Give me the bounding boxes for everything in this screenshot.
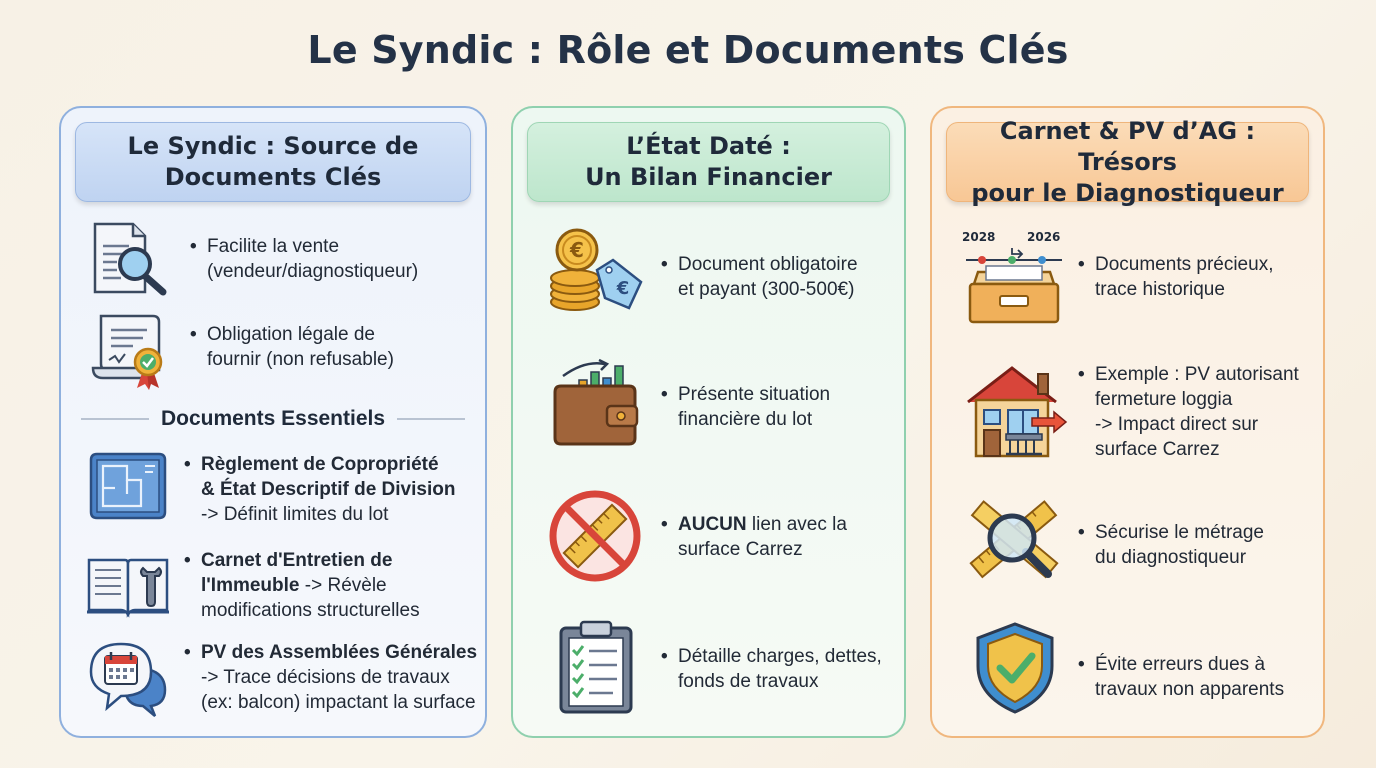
text-line: Règlement de Copropriété	[201, 454, 439, 475]
text-line: Facilite la vente	[207, 236, 340, 257]
header-line: Le Syndic : Source de	[127, 132, 419, 160]
divider-rule	[397, 418, 465, 420]
item-text: Évite erreurs dues à travaux non apparen…	[1078, 652, 1285, 702]
text-bold: l'Immeuble	[201, 575, 300, 596]
section-divider: Documents Essentiels	[81, 404, 465, 434]
text-line: surface Carrez	[1095, 439, 1220, 460]
item-text: Documents précieux, trace historique	[1078, 252, 1274, 302]
item-text: Sécurise le métrage du diagnostiqueur	[1078, 520, 1264, 570]
text-line: fonds de travaux	[678, 671, 819, 692]
shield-check-icon	[976, 622, 1054, 714]
text-line: du diagnostiqueur	[1095, 547, 1247, 568]
text-line: modifications structurelles	[201, 600, 420, 621]
divider-rule	[81, 418, 149, 420]
panel-header-syndic: Le Syndic : Source de Documents Clés	[75, 122, 471, 202]
ruler-magnifier-icon	[969, 500, 1059, 579]
text-line: surface Carrez	[678, 539, 803, 560]
no-ruler-icon	[549, 490, 641, 582]
header-line: pour le Diagnostiqueur	[971, 178, 1284, 207]
svg-text:€: €	[616, 278, 630, 299]
page-title: Le Syndic : Rôle et Documents Clés	[307, 28, 1069, 72]
item-text: Règlement de Copropriété & État Descript…	[184, 452, 456, 527]
item-text: AUCUN lien avec la surface Carrez	[661, 512, 847, 562]
list-item: PV des Assemblées Générales -> Trace déc…	[61, 638, 485, 728]
header-line: L’État Daté :	[626, 132, 791, 160]
wallet-chart-icon	[553, 358, 639, 446]
header-line: Un Bilan Financier	[585, 163, 832, 191]
archive-box-icon	[966, 248, 1062, 324]
section-label: Documents Essentiels	[160, 407, 386, 430]
certificate-icon	[91, 314, 163, 390]
header-line: Documents Clés	[164, 163, 382, 191]
text-line: -> Trace décisions de travaux	[201, 667, 450, 688]
panel-carnet-pv: Carnet & PV d’AG : Trésors pour le Diagn…	[930, 106, 1325, 738]
list-item: 2028 2026 Documents précieux, trace hist…	[932, 226, 1323, 326]
text-line: -> Impact direct sur	[1095, 414, 1259, 435]
text-line: Obligation légale de	[207, 324, 375, 345]
text-line: (vendeur/diagnostiqueur)	[207, 261, 419, 282]
item-text: Détaille charges, dettes, fonds de trava…	[661, 644, 882, 694]
text-line: Présente situation	[678, 384, 831, 405]
item-text: PV des Assemblées Générales -> Trace déc…	[184, 640, 478, 715]
blueprint-icon	[89, 452, 167, 520]
text-line: travaux non apparents	[1095, 679, 1285, 700]
text-line: trace historique	[1095, 279, 1225, 300]
header-line: Carnet & PV d’AG : Trésors	[999, 116, 1256, 176]
text-line: -> Définit limites du lot	[201, 504, 389, 525]
list-item: Présente situation financière du lot	[513, 356, 904, 456]
text-line: PV des Assemblées Générales	[201, 642, 478, 663]
text-bold: AUCUN	[678, 514, 747, 535]
list-item: Exemple : PV autorisant fermeture loggia…	[932, 358, 1323, 468]
panel-header-carnet-pv: Carnet & PV d’AG : Trésors pour le Diagn…	[946, 117, 1309, 207]
svg-text:€: €	[569, 238, 584, 262]
text-line: fournir (non refusable)	[207, 349, 394, 370]
list-item: € € Document obligatoire et payant (300-…	[513, 226, 904, 326]
house-loggia-icon	[967, 366, 1068, 458]
text-line: & État Descriptif de Division	[201, 479, 456, 500]
panel-syndic: Le Syndic : Source de Documents Clés Fac…	[59, 106, 487, 738]
list-item: Évite erreurs dues à travaux non apparen…	[932, 620, 1323, 720]
list-item: Détaille charges, dettes, fonds de trava…	[513, 616, 904, 716]
item-text: Exemple : PV autorisant fermeture loggia…	[1078, 362, 1299, 462]
text-line: Évite erreurs dues à	[1095, 654, 1266, 675]
text-suffix: lien avec la	[746, 514, 847, 535]
text-line: Sécurise le métrage	[1095, 522, 1264, 543]
item-text: Obligation légale de fournir (non refusa…	[190, 322, 394, 372]
text-suffix: -> Révèle	[299, 575, 387, 596]
item-text: Présente situation financière du lot	[661, 382, 831, 432]
list-item: Sécurise le métrage du diagnostiqueur	[932, 488, 1323, 588]
text-line: financière du lot	[678, 409, 813, 430]
text-line: Exemple : PV autorisant	[1095, 364, 1299, 385]
document-search-icon	[93, 222, 167, 296]
list-item: Règlement de Copropriété & État Descript…	[61, 448, 485, 528]
list-item: Facilite la vente (vendeur/diagnostiqueu…	[61, 218, 485, 298]
item-text: Facilite la vente (vendeur/diagnostiqueu…	[190, 234, 419, 284]
meeting-calendar-icon	[89, 642, 167, 717]
timeline-year-right: 2026	[1027, 230, 1061, 244]
text-line: Détaille charges, dettes,	[678, 646, 882, 667]
euro-coins-icon: € €	[550, 228, 643, 311]
text-line: Documents précieux,	[1095, 254, 1274, 275]
text-line: (ex: balcon) impactant la surface	[201, 692, 476, 713]
text-line: Document obligatoire	[678, 254, 858, 275]
list-item: AUCUN lien avec la surface Carrez	[513, 486, 904, 586]
panel-header-etat-date: L’État Daté : Un Bilan Financier	[527, 122, 890, 202]
checklist-clipboard-icon	[559, 620, 633, 714]
maintenance-book-icon	[87, 558, 169, 618]
item-text: Document obligatoire et payant (300-500€…	[661, 252, 858, 302]
list-item: Obligation légale de fournir (non refusa…	[61, 308, 485, 390]
timeline-year-left: 2028	[962, 230, 996, 244]
text-line: fermeture loggia	[1095, 389, 1233, 410]
list-item: Carnet d'Entretien de l'Immeuble -> Révè…	[61, 544, 485, 624]
text-line: et payant (300-500€)	[678, 279, 855, 300]
text-line: Carnet d'Entretien de	[201, 550, 393, 571]
item-text: Carnet d'Entretien de l'Immeuble -> Révè…	[184, 548, 420, 623]
panel-etat-date: L’État Daté : Un Bilan Financier € € Doc…	[511, 106, 906, 738]
